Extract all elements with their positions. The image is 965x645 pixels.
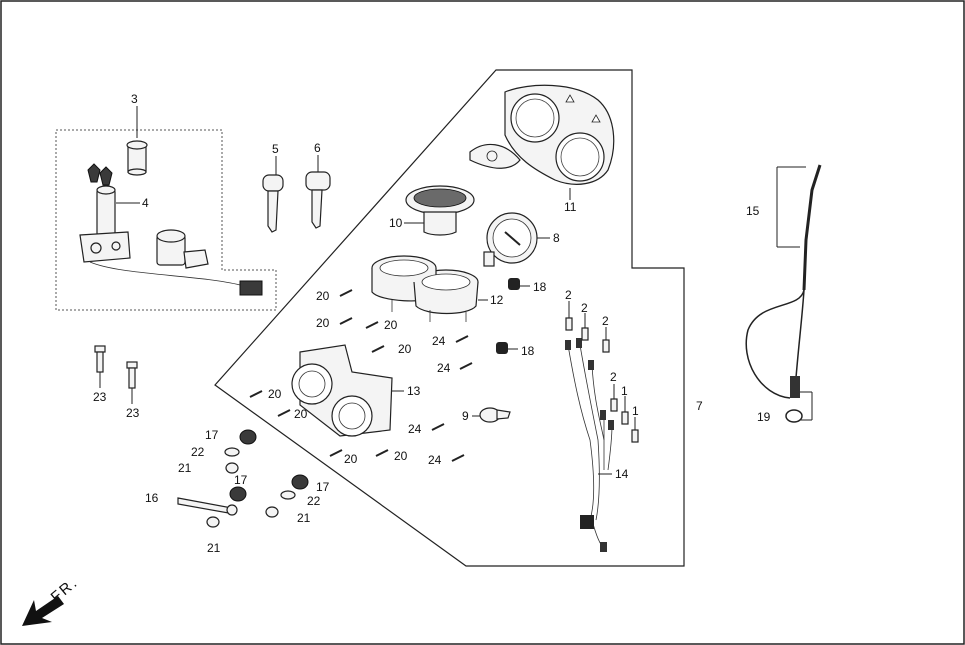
callout-20-g: 20 [344,452,358,466]
part-20-screw-f [277,409,291,417]
part-2-bulb-socket-a [565,301,573,331]
part-5-key [262,156,284,233]
part-20-screw-c [365,321,379,329]
callout-21-a: 21 [178,461,192,475]
callout-24-c: 24 [408,422,422,436]
part-20-screw-a [339,289,353,297]
part-20-screw-h [375,449,389,457]
callout-22-b: 22 [307,494,321,508]
callout-13: 13 [407,384,421,398]
part-24-screw-d [451,454,465,462]
callout-7: 7 [696,399,703,413]
part-2-bulb-socket-b [581,313,589,341]
part-22-washer-a [224,447,240,457]
part-11-meter-front-case [504,84,615,200]
callout-19: 19 [757,410,771,424]
part-20-screw-d [371,345,385,353]
callout-1-b: 1 [632,404,639,418]
part-1-bulb-a [621,396,629,425]
callout-24-d: 24 [428,453,442,467]
callout-8: 8 [553,231,560,245]
callout-17-a: 17 [205,428,219,442]
front-direction-arrow-icon [22,596,64,626]
part-24-screw-c [431,423,445,431]
part-18-bulb-lower [496,342,518,354]
part-1-bulb-b [631,417,639,443]
callout-18-a: 18 [533,280,547,294]
callout-20-e: 20 [268,387,282,401]
callout-24-a: 24 [432,334,446,348]
callout-17-b: 17 [234,473,248,487]
part-24-screw-a [455,335,469,343]
part-9-clip [472,407,511,423]
callout-2-c: 2 [602,314,609,328]
callout-20-a: 20 [316,289,330,303]
callout-2-a: 2 [565,288,572,302]
callout-10: 10 [389,216,403,230]
callout-6: 6 [314,141,321,155]
meter-assembly-group-outline [214,69,685,567]
callout-20-h: 20 [394,449,408,463]
callout-18-b: 18 [521,344,535,358]
callout-22-a: 22 [191,445,205,459]
part-23-bolt-b [126,361,138,404]
part-2-bulb-socket-d [610,384,618,412]
part-6-key [305,155,331,229]
part-21-nut-b [206,516,220,528]
callout-1-a: 1 [621,384,628,398]
part-20-screw-e [249,390,263,398]
callout-9: 9 [462,409,469,423]
callout-21-c: 21 [297,511,311,525]
callout-2-d: 2 [610,370,617,384]
callout-23-a: 23 [93,390,107,404]
callout-17-c: 17 [316,480,330,494]
part-17-grommet-a [239,429,257,445]
callout-15: 15 [746,204,760,218]
part-18-bulb-upper [508,278,530,290]
callout-12: 12 [490,293,504,307]
part-17-grommet-b [229,486,247,502]
callout-20-b: 20 [316,316,330,330]
part-3-cylinder-cap [126,106,148,176]
part-22-washer-b [280,490,296,500]
callout-11: 11 [564,200,577,214]
part-16-bracket [177,497,238,516]
callout-23-b: 23 [126,406,140,420]
meter-face-plate [469,143,521,169]
callout-20-d: 20 [398,342,412,356]
callout-16: 16 [145,491,159,505]
callout-20-c: 20 [384,318,398,332]
part-17-grommet-c [291,474,309,490]
callout-2-b: 2 [581,301,588,315]
part-20-screw-g [329,449,343,457]
part-20-screw-b [339,317,353,325]
part-21-nut-a [225,462,239,474]
part-23-bolt-a [94,345,106,388]
part-8-gauge [483,212,550,267]
callout-14: 14 [615,467,629,481]
callout-24-b: 24 [437,361,451,375]
part-19-o-ring [785,391,813,423]
callout-5: 5 [272,142,279,156]
part-2-bulb-socket-c [602,327,610,353]
callout-4: 4 [142,196,149,210]
part-14-wire-harness [565,338,614,552]
callout-3: 3 [131,92,138,106]
part-12-meter-lower-case [371,255,488,322]
part-4-ignition-switch [79,163,263,296]
part-24-screw-b [459,362,473,370]
part-10-meter-cover [404,185,475,236]
part-21-nut-c [265,506,279,518]
part-13-switch-housing [291,344,404,437]
callout-20-f: 20 [294,407,308,421]
ignition-set-group-box [55,129,277,311]
part-15-speedometer-cable [745,164,822,399]
callout-21-b: 21 [207,541,221,555]
